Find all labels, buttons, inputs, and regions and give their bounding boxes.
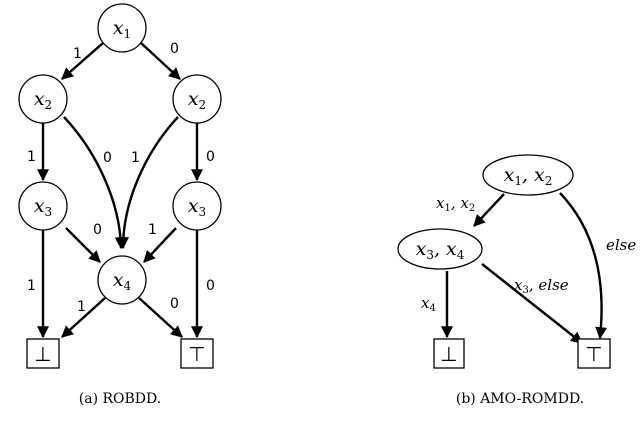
label-x2b-x3b: 0 — [206, 149, 215, 165]
svg-text:⊥: ⊥ — [440, 342, 457, 366]
robdd-node-x2-right: x2 — [172, 74, 222, 124]
label-x2a-x4: 0 — [103, 150, 112, 166]
label-x4-true: 0 — [170, 296, 179, 312]
label-x3a-x4: 0 — [93, 222, 102, 238]
label-x3a-false: 1 — [27, 278, 36, 294]
romdd-node-x3-x4: x3, x4 — [397, 228, 483, 270]
edge-x1-x2b — [140, 42, 181, 80]
edge-x1-x2a — [61, 42, 104, 80]
robdd-diagram: 1 0 1 0 1 0 0 1 1 0 1 0 x1 x2 x2 x3 — [18, 3, 222, 407]
edge-x3b-x4 — [143, 227, 177, 263]
romdd-terminal-false: ⊥ — [433, 338, 465, 369]
label-x3b-x4: 1 — [148, 222, 157, 238]
edge-x2b-x4 — [117, 116, 179, 250]
label-x2a-x3a: 1 — [27, 149, 36, 165]
label-mid-false: x4 — [421, 294, 436, 314]
svg-text:x4: x4 — [113, 269, 132, 293]
svg-text:x3: x3 — [188, 195, 206, 219]
robdd-node-x4: x4 — [97, 255, 147, 305]
svg-text:⊥: ⊥ — [34, 342, 51, 366]
svg-text:x1, x2: x1, x2 — [504, 164, 553, 188]
caption-amo-romdd: (b) AMO-ROMDD. — [456, 391, 584, 407]
label-top-mid: x1, x2 — [436, 194, 475, 214]
svg-text:x2: x2 — [34, 88, 52, 112]
svg-text:⊤: ⊤ — [188, 342, 205, 366]
svg-text:x3: x3 — [34, 195, 52, 219]
edge-x2a-x4 — [63, 116, 127, 250]
caption-robdd: (a) ROBDD. — [79, 391, 161, 407]
robdd-node-x3-right: x3 — [172, 181, 222, 231]
svg-text:x1: x1 — [113, 17, 131, 41]
label-x1-x2b: 0 — [170, 41, 179, 57]
romdd-node-x1-x2: x1, x2 — [482, 154, 574, 196]
romdd-terminal-true: ⊤ — [577, 338, 611, 369]
robdd-terminal-true: ⊤ — [180, 338, 214, 369]
robdd-node-x1: x1 — [97, 3, 147, 53]
robdd-node-x2-left: x2 — [18, 74, 68, 124]
robdd-terminal-false: ⊥ — [26, 338, 60, 369]
edge-x3a-x4 — [65, 227, 101, 263]
label-x1-x2a: 1 — [73, 46, 82, 62]
label-top-true: else — [606, 236, 636, 254]
label-x2b-x4: 1 — [131, 150, 140, 166]
label-x3b-true: 0 — [206, 278, 215, 294]
edge-mid-true — [481, 263, 583, 344]
edge-x4-true — [138, 297, 183, 338]
edge-x4-false — [61, 297, 106, 338]
svg-text:x2: x2 — [188, 88, 206, 112]
romdd-edges — [441, 192, 608, 344]
robdd-edge-labels: 1 0 1 0 1 0 0 1 1 0 1 0 — [27, 41, 215, 315]
robdd-node-x3-left: x3 — [18, 181, 68, 231]
robdd-edges — [37, 42, 203, 339]
amo-romdd-diagram: x1, x2 else x4 x3, else x1, x2 x3, x4 ⊥ … — [397, 154, 636, 407]
romdd-edge-labels: x1, x2 else x4 x3, else — [421, 194, 636, 314]
label-mid-true: x3, else — [514, 276, 569, 296]
svg-text:x3, x4: x3, x4 — [416, 238, 465, 262]
edge-top-true — [559, 192, 608, 340]
label-x4-false: 1 — [77, 299, 86, 315]
edge-top-mid — [473, 193, 505, 227]
svg-text:⊤: ⊤ — [585, 342, 602, 366]
